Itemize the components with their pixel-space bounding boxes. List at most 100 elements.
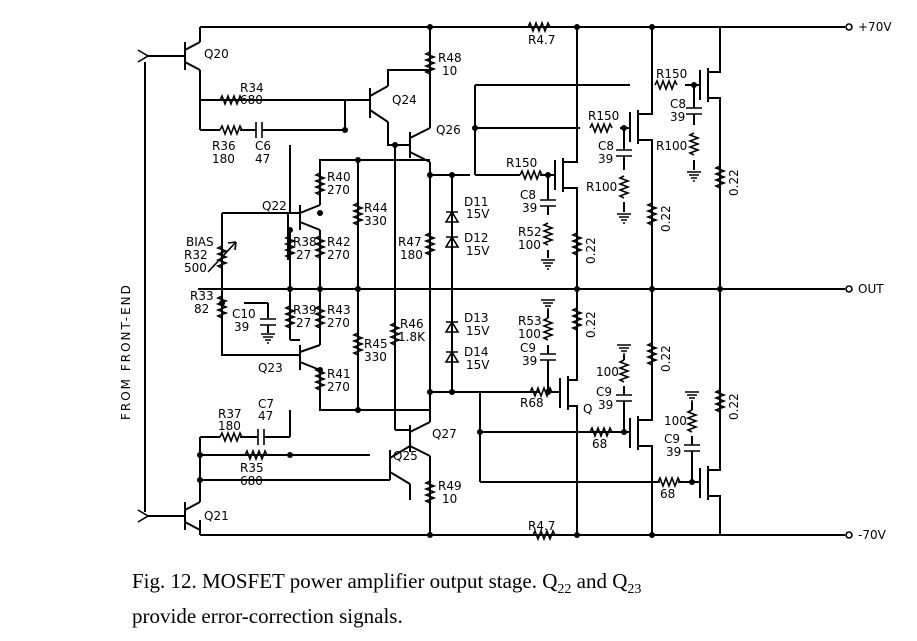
transistor-q23 [299, 344, 430, 411]
r47 [425, 175, 435, 392]
label-r53-val: 100 [518, 327, 541, 341]
upper-snubbers [539, 85, 703, 270]
label-front-end: FROM FRONT-END [119, 283, 133, 420]
label-r36: R36 [212, 139, 236, 153]
mosfet-lower-3 [699, 289, 721, 535]
lower-snubbers [539, 299, 701, 482]
label-q: Q [583, 402, 592, 416]
mosfet-upper-3 [699, 27, 721, 289]
label-r47: R47 [398, 235, 422, 249]
label-c8-b-val: 39 [598, 152, 613, 166]
label-c9-a: C9 [520, 341, 536, 355]
label-r40-val: 270 [327, 183, 350, 197]
transistor-q22 [299, 159, 430, 231]
label-r100-b: R100 [656, 139, 687, 153]
label-r49: R49 [438, 479, 462, 493]
label-r100-a: R100 [586, 180, 617, 194]
label-c7-val: 47 [258, 409, 273, 423]
label-r41: R41 [327, 367, 351, 381]
schematic: +70V OUT -70V FROM FRONT-END R4.7 R4.7 Q… [119, 20, 892, 542]
figure-caption: Fig. 12. MOSFET power amplifier output s… [132, 568, 902, 629]
mosfet-upper-2 [629, 27, 653, 289]
transistor-q21 [184, 455, 201, 531]
lower-feedback-network [199, 410, 390, 481]
label-68-a: 68 [592, 437, 607, 451]
label-022-f: 0.22 [727, 393, 741, 420]
mosfet-upper-1 [554, 27, 578, 289]
label-r45: R45 [364, 337, 388, 351]
label-r44-val: 330 [364, 214, 387, 228]
transistor-q24 [369, 69, 430, 146]
bias-network [207, 145, 300, 356]
transistor-q20 [184, 41, 201, 100]
label-r4-7-bottom: R4.7 [528, 519, 555, 533]
label-r52-val: 100 [518, 238, 541, 252]
label-r52: R52 [518, 225, 542, 239]
transistor-q27 [409, 392, 431, 535]
label-68-b: 68 [660, 487, 675, 501]
label-r53: R53 [518, 314, 542, 328]
label-q22: Q22 [262, 199, 287, 213]
label-d12-val: 15V [466, 244, 490, 258]
label-r150-a: R150 [506, 156, 537, 170]
label-r46: R46 [400, 317, 424, 331]
label-q24: Q24 [392, 93, 417, 107]
label-bias: BIAS [186, 235, 214, 249]
label-r34-val: 680 [240, 93, 263, 107]
label-r33-val: 82 [194, 302, 209, 316]
label-out: OUT [858, 282, 884, 296]
label-r48: R48 [438, 51, 462, 65]
label-r43: R43 [327, 303, 351, 317]
label-c6: C6 [255, 139, 271, 153]
label-r38: R38 [293, 235, 317, 249]
label-c9-b: C9 [596, 385, 612, 399]
transistor-q25 [389, 438, 411, 500]
label-022-c: 0.22 [659, 205, 673, 232]
caption-line-1: Fig. 12. MOSFET power amplifier output s… [132, 569, 642, 598]
label-r33: R33 [190, 289, 214, 303]
label-c8-b: C8 [598, 139, 614, 153]
transistor-q26 [409, 27, 431, 175]
label-r39-val: 27 [296, 316, 311, 330]
label-c9-c: C9 [664, 432, 680, 446]
label-q21: Q21 [204, 509, 229, 523]
front-end-arrow [137, 49, 185, 523]
label-q25: Q25 [393, 449, 418, 463]
label-c9-c-val: 39 [666, 445, 681, 459]
label-r38-val: 27 [296, 248, 311, 262]
label-c8-a-val: 39 [522, 201, 537, 215]
label-r36-val: 180 [212, 152, 235, 166]
label-r68: R68 [520, 396, 544, 410]
label-c6-val: 47 [255, 152, 270, 166]
label-r43-val: 270 [327, 316, 350, 330]
label-d11-val: 15V [466, 207, 490, 221]
label-c10: C10 [232, 307, 256, 321]
label-r40: R40 [327, 170, 351, 184]
label-c10-val: 39 [234, 320, 249, 334]
label-d13-val: 15V [466, 324, 490, 338]
label-r4-7-top: R4.7 [528, 33, 555, 47]
label-r42-val: 270 [327, 248, 350, 262]
label-d11: D11 [464, 195, 489, 209]
label-c8-a: C8 [520, 188, 536, 202]
label-r32: R32 [184, 248, 208, 262]
mosfet-lower-2 [629, 289, 653, 535]
caption-line-2: provide error-correction signals. [132, 604, 403, 629]
label-q27: Q27 [432, 427, 457, 441]
label-r41-val: 270 [327, 380, 350, 394]
label-c7: C7 [258, 397, 274, 411]
label-r48-val: 10 [442, 64, 457, 78]
label-c8-c-val: 39 [670, 110, 685, 124]
label-r37-val: 180 [218, 419, 241, 433]
label-q20: Q20 [204, 47, 229, 61]
rail-negative [199, 520, 853, 539]
label-r49-val: 10 [442, 492, 457, 506]
label-022-a: 0.22 [584, 237, 598, 264]
mosfet-lower-1 [559, 289, 578, 535]
label-r39: R39 [293, 303, 317, 317]
label-100-a: 100 [596, 365, 619, 379]
label-q23: Q23 [258, 361, 283, 375]
label-d13: D13 [464, 311, 489, 325]
label-022-d: 0.22 [659, 345, 673, 372]
resistor-ladder [285, 145, 410, 431]
